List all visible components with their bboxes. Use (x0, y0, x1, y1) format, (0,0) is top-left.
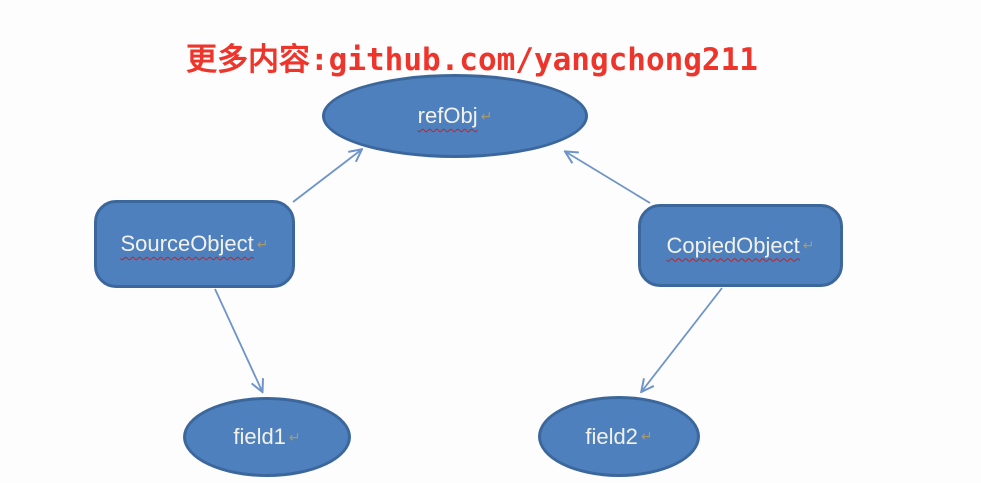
node-field1-label: field1 (233, 424, 286, 449)
edge-copiedobject-to-field2 (642, 287, 723, 391)
node-copiedobject-label: CopiedObject (666, 232, 800, 258)
paragraph-return-mark-icon: ↵ (640, 428, 653, 444)
node-field2: field2↵ (538, 396, 700, 477)
paragraph-return-mark-icon: ↵ (802, 237, 815, 253)
node-field1: field1↵ (183, 397, 351, 477)
paragraph-return-mark-icon: ↵ (480, 107, 493, 124)
edge-copiedobject-to-refobj (566, 152, 651, 204)
edge-sourceobject-to-refobj (292, 150, 361, 203)
node-sourceobject-label: SourceObject (120, 231, 254, 256)
node-refobj-label: refObj (417, 103, 478, 128)
watermark-header-text: 更多内容:github.com/yangchong211 (186, 42, 758, 78)
paragraph-return-mark-icon: ↵ (256, 235, 269, 252)
paragraph-return-mark-icon: ↵ (288, 428, 301, 445)
node-copiedobject: CopiedObject↵ (638, 204, 843, 287)
node-field2-label: field2 (585, 423, 638, 449)
node-refobj: refObj↵ (322, 74, 588, 158)
edge-sourceobject-to-field1 (214, 288, 262, 391)
node-sourceobject: SourceObject↵ (94, 200, 295, 288)
